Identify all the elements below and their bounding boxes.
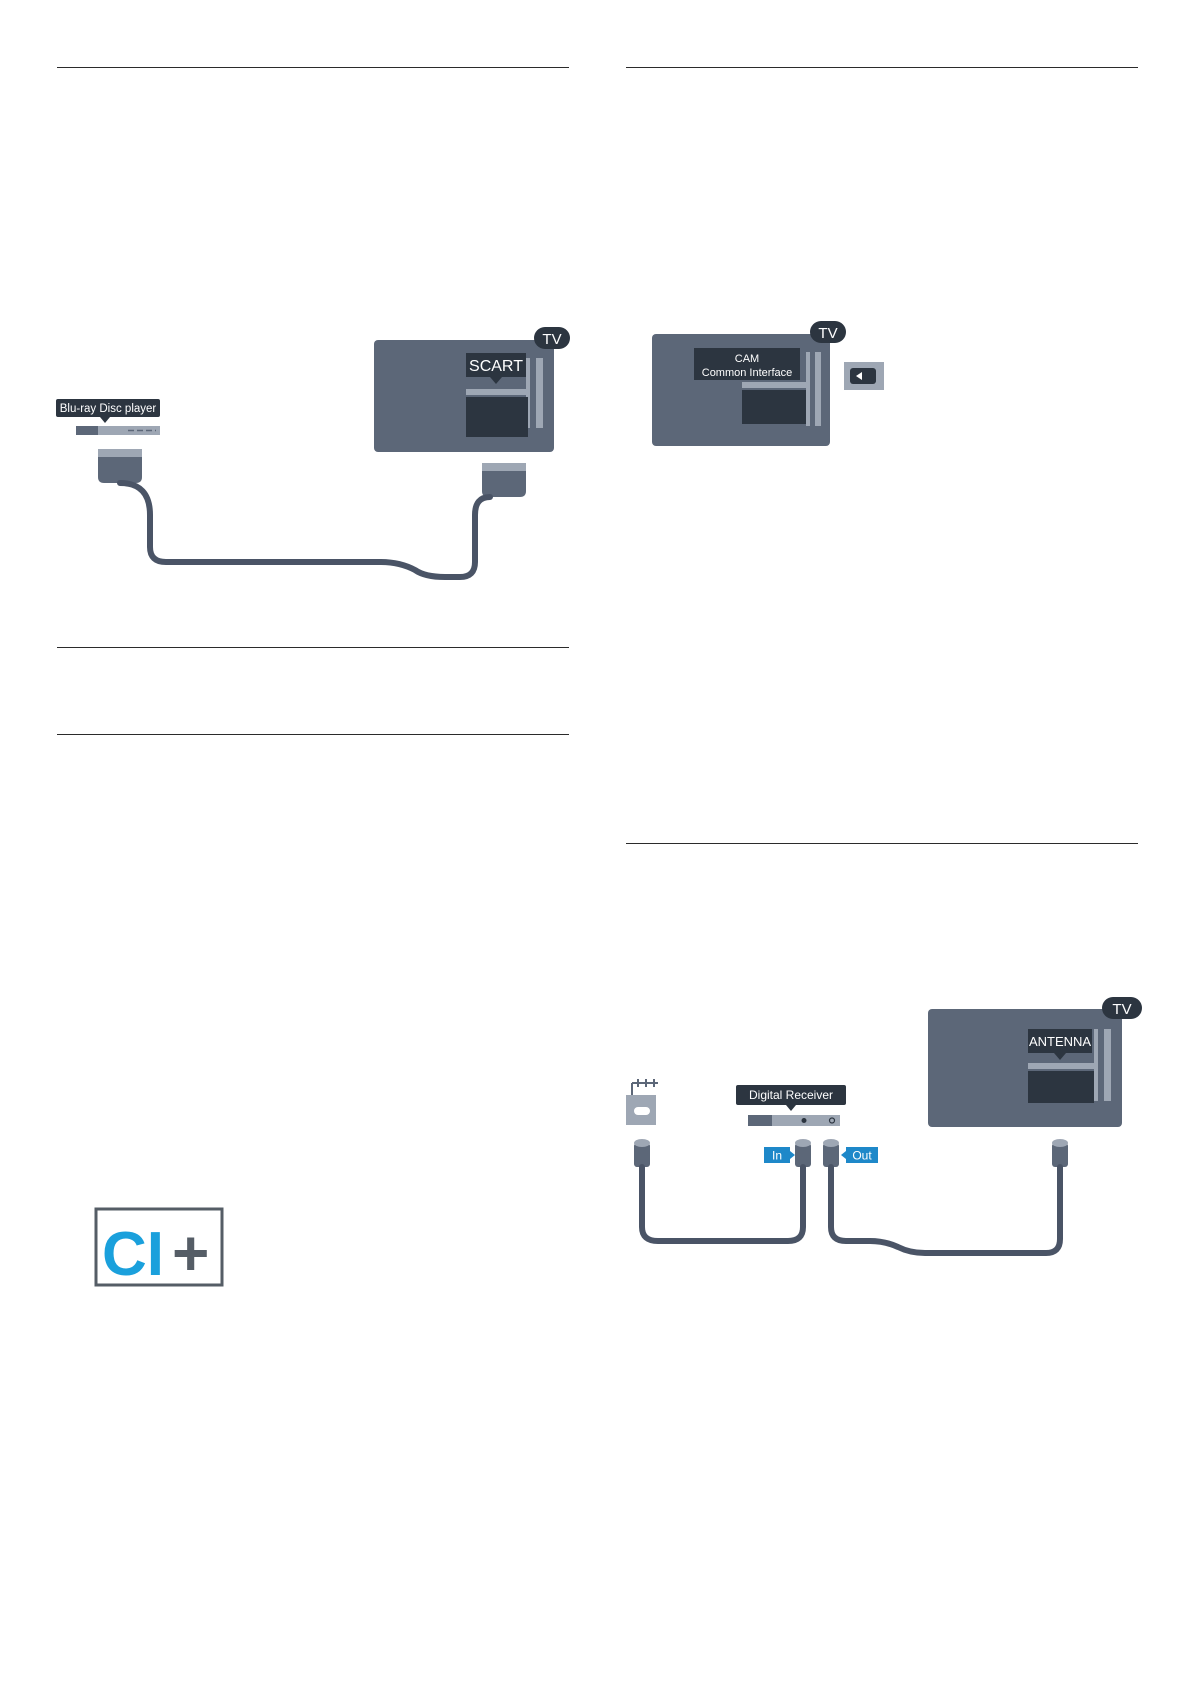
tv-badge-label: TV [818, 325, 837, 342]
tv-side-strip [536, 358, 543, 428]
ci-slot [742, 390, 806, 424]
tv-side-strip [815, 352, 821, 426]
coax-connector-out [823, 1139, 839, 1167]
cam-card-inner [850, 368, 876, 384]
player-label-pointer [100, 417, 110, 423]
section-rule-right-top [626, 67, 1138, 68]
scart-plug-left-head [98, 449, 142, 457]
receiver-body-left [748, 1115, 772, 1126]
in-label-pointer [790, 1151, 795, 1159]
player-label-box [56, 399, 160, 417]
ci-slot-label-box [694, 348, 800, 380]
section-rule-left-mid2 [57, 734, 569, 735]
digital-receiver-antenna-diagram: TV ANTENNA Digital Receiver In [626, 997, 1142, 1256]
section-rule-left-mid1 [57, 647, 569, 648]
player-label: Blu-ray Disc player [60, 403, 157, 415]
tv-badge [1102, 997, 1142, 1019]
player-body-left [76, 426, 98, 435]
scart-port-label-pointer [490, 377, 502, 384]
tv-badge-label: TV [1112, 1001, 1131, 1018]
antenna-port-label: ANTENNA [1029, 1034, 1091, 1049]
ci-slot-label-line2: Common Interface [702, 367, 792, 379]
tv-badge [810, 321, 846, 343]
receiver-in-port [801, 1118, 807, 1123]
coax-connector-tv [1052, 1139, 1068, 1167]
out-label-pointer [841, 1151, 846, 1159]
scart-port-bar [466, 389, 528, 395]
tv-side-strip [1104, 1029, 1111, 1101]
out-label: Out [852, 1149, 872, 1163]
receiver-label-box [736, 1085, 846, 1105]
antenna-port-bar [1028, 1063, 1094, 1069]
receiver-label: Digital Receiver [749, 1088, 833, 1102]
ci-plus-logo: CI + [94, 1207, 224, 1289]
coax-connector-in [795, 1139, 811, 1167]
tv-badge [534, 327, 570, 349]
ci-logo-text: CI [102, 1220, 164, 1289]
scart-connection-diagram: TV SCART Blu-ray Disc player [56, 327, 570, 580]
out-label-box [846, 1147, 878, 1163]
cam-ci-diagram: TV CAM Common Interface [652, 321, 884, 446]
receiver-out-port [828, 1117, 836, 1124]
ci-slot-label-pointer [794, 374, 800, 380]
tv-side-strip-inner [806, 352, 810, 426]
ci-slot-bar [742, 382, 806, 388]
cam-insert-arrow-icon [856, 372, 862, 380]
section-rule-right-mid [626, 843, 1138, 844]
in-label: In [772, 1149, 782, 1163]
coax-cable-socket-to-receiver [639, 1164, 806, 1244]
section-rule-left-top [57, 67, 569, 68]
receiver-label-pointer [786, 1105, 796, 1111]
scart-plug-right-head [482, 463, 526, 471]
scart-plug-left [98, 453, 142, 483]
scart-cable [117, 480, 493, 580]
tv-side-strip-inner [1094, 1029, 1098, 1101]
antenna-port-label-box [1028, 1029, 1092, 1053]
antenna-port [1028, 1071, 1094, 1103]
scart-port-label: SCART [469, 358, 523, 375]
ci-logo-plus: + [172, 1217, 209, 1289]
scart-port-label-box [466, 353, 526, 377]
coax-cable-receiver-to-tv [828, 1164, 1063, 1256]
ci-slot-label-line1: CAM [735, 353, 759, 365]
ci-logo-frame [94, 1207, 170, 1287]
antenna-wall-socket-icon [626, 1079, 658, 1125]
scart-plug-right [482, 467, 526, 497]
antenna-port-label-pointer [1054, 1053, 1066, 1060]
coax-connector-socket [634, 1139, 650, 1167]
tv-badge-label: TV [542, 331, 561, 348]
ci-logo-frame-right [170, 1207, 224, 1287]
scart-port [466, 397, 528, 437]
in-label-box [764, 1147, 790, 1163]
